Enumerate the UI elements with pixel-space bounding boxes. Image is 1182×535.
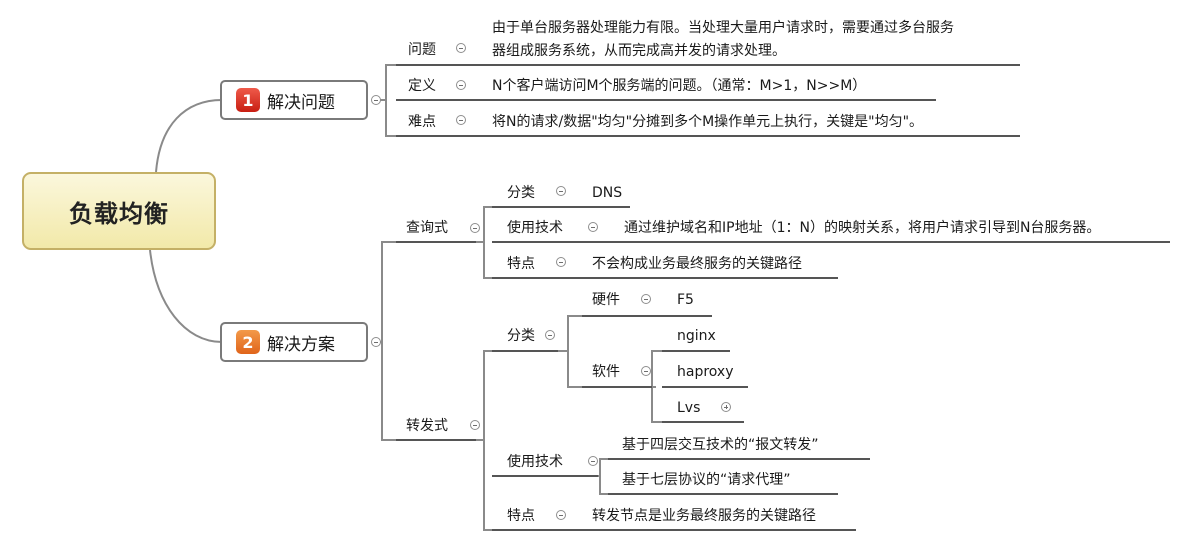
collapse-icon[interactable]	[556, 257, 566, 267]
query-category-label[interactable]: 分类	[507, 185, 535, 201]
central-topic-label: 负载均衡	[69, 199, 169, 228]
collapse-icon[interactable]	[588, 456, 598, 466]
issue-text-line-1[interactable]: 由于单台服务器处理能力有限。当处理大量用户请求时，需要通过多台服务	[492, 20, 954, 36]
query-tech-label[interactable]: 使用技术	[507, 220, 563, 236]
collapse-icon[interactable]	[641, 294, 651, 304]
topic-difficulty[interactable]: 难点	[408, 114, 436, 130]
software-item[interactable]: Lvs	[677, 400, 701, 416]
topic-query-mode[interactable]: 查询式	[406, 220, 448, 236]
collapse-icon[interactable]	[556, 186, 566, 196]
collapse-icon[interactable]	[470, 420, 480, 430]
collapse-icon[interactable]	[588, 222, 598, 232]
collapse-icon[interactable]	[456, 115, 466, 125]
query-tech-value[interactable]: 通过维护域名和IP地址（1：N）的映射关系，将用户请求引导到N台服务器。	[624, 220, 1101, 236]
topic-issue[interactable]: 问题	[408, 42, 436, 58]
topic-problem[interactable]: 1 解决问题	[220, 80, 368, 120]
query-category-value[interactable]: DNS	[592, 185, 623, 201]
query-feature-value[interactable]: 不会构成业务最终服务的关键路径	[592, 256, 802, 272]
priority-1-badge: 1	[236, 88, 260, 112]
collapse-icon[interactable]	[456, 43, 466, 53]
forward-tech-label[interactable]: 使用技术	[507, 454, 563, 470]
collapse-icon[interactable]	[470, 223, 480, 233]
collapse-icon[interactable]	[641, 366, 651, 376]
collapse-icon[interactable]	[545, 330, 555, 340]
topic-definition[interactable]: 定义	[408, 78, 436, 94]
software-item[interactable]: nginx	[677, 328, 716, 344]
software-label[interactable]: 软件	[592, 364, 620, 380]
forward-category-label[interactable]: 分类	[507, 328, 535, 344]
topic-solution[interactable]: 2 解决方案	[220, 322, 368, 362]
hardware-value[interactable]: F5	[677, 292, 694, 308]
hardware-label[interactable]: 硬件	[592, 292, 620, 308]
forward-tech-item[interactable]: 基于七层协议的“请求代理”	[622, 472, 791, 488]
collapse-icon[interactable]	[371, 95, 381, 105]
definition-text[interactable]: N个客户端访问M个服务端的问题。（通常：M>1，N>>M）	[492, 78, 867, 94]
topic-solution-label: 解决方案	[267, 334, 335, 355]
collapse-icon[interactable]	[371, 337, 381, 347]
forward-feature-value[interactable]: 转发节点是业务最终服务的关键路径	[592, 508, 816, 524]
collapse-icon[interactable]	[456, 80, 466, 90]
expand-icon[interactable]	[721, 402, 731, 412]
collapse-icon[interactable]	[556, 510, 566, 520]
forward-tech-item[interactable]: 基于四层交互技术的“报文转发”	[622, 437, 819, 453]
topic-problem-label: 解决问题	[267, 92, 335, 113]
issue-text-line-2[interactable]: 器组成服务系统，从而完成高并发的请求处理。	[492, 43, 786, 59]
software-item[interactable]: haproxy	[677, 364, 734, 380]
difficulty-text[interactable]: 将N的请求/数据"均匀"分摊到多个M操作单元上执行，关键是"均匀"。	[492, 114, 924, 130]
topic-forward-mode[interactable]: 转发式	[406, 418, 448, 434]
forward-feature-label[interactable]: 特点	[507, 508, 535, 524]
query-feature-label[interactable]: 特点	[507, 256, 535, 272]
priority-2-badge: 2	[236, 330, 260, 354]
central-topic[interactable]: 负载均衡	[22, 172, 216, 250]
